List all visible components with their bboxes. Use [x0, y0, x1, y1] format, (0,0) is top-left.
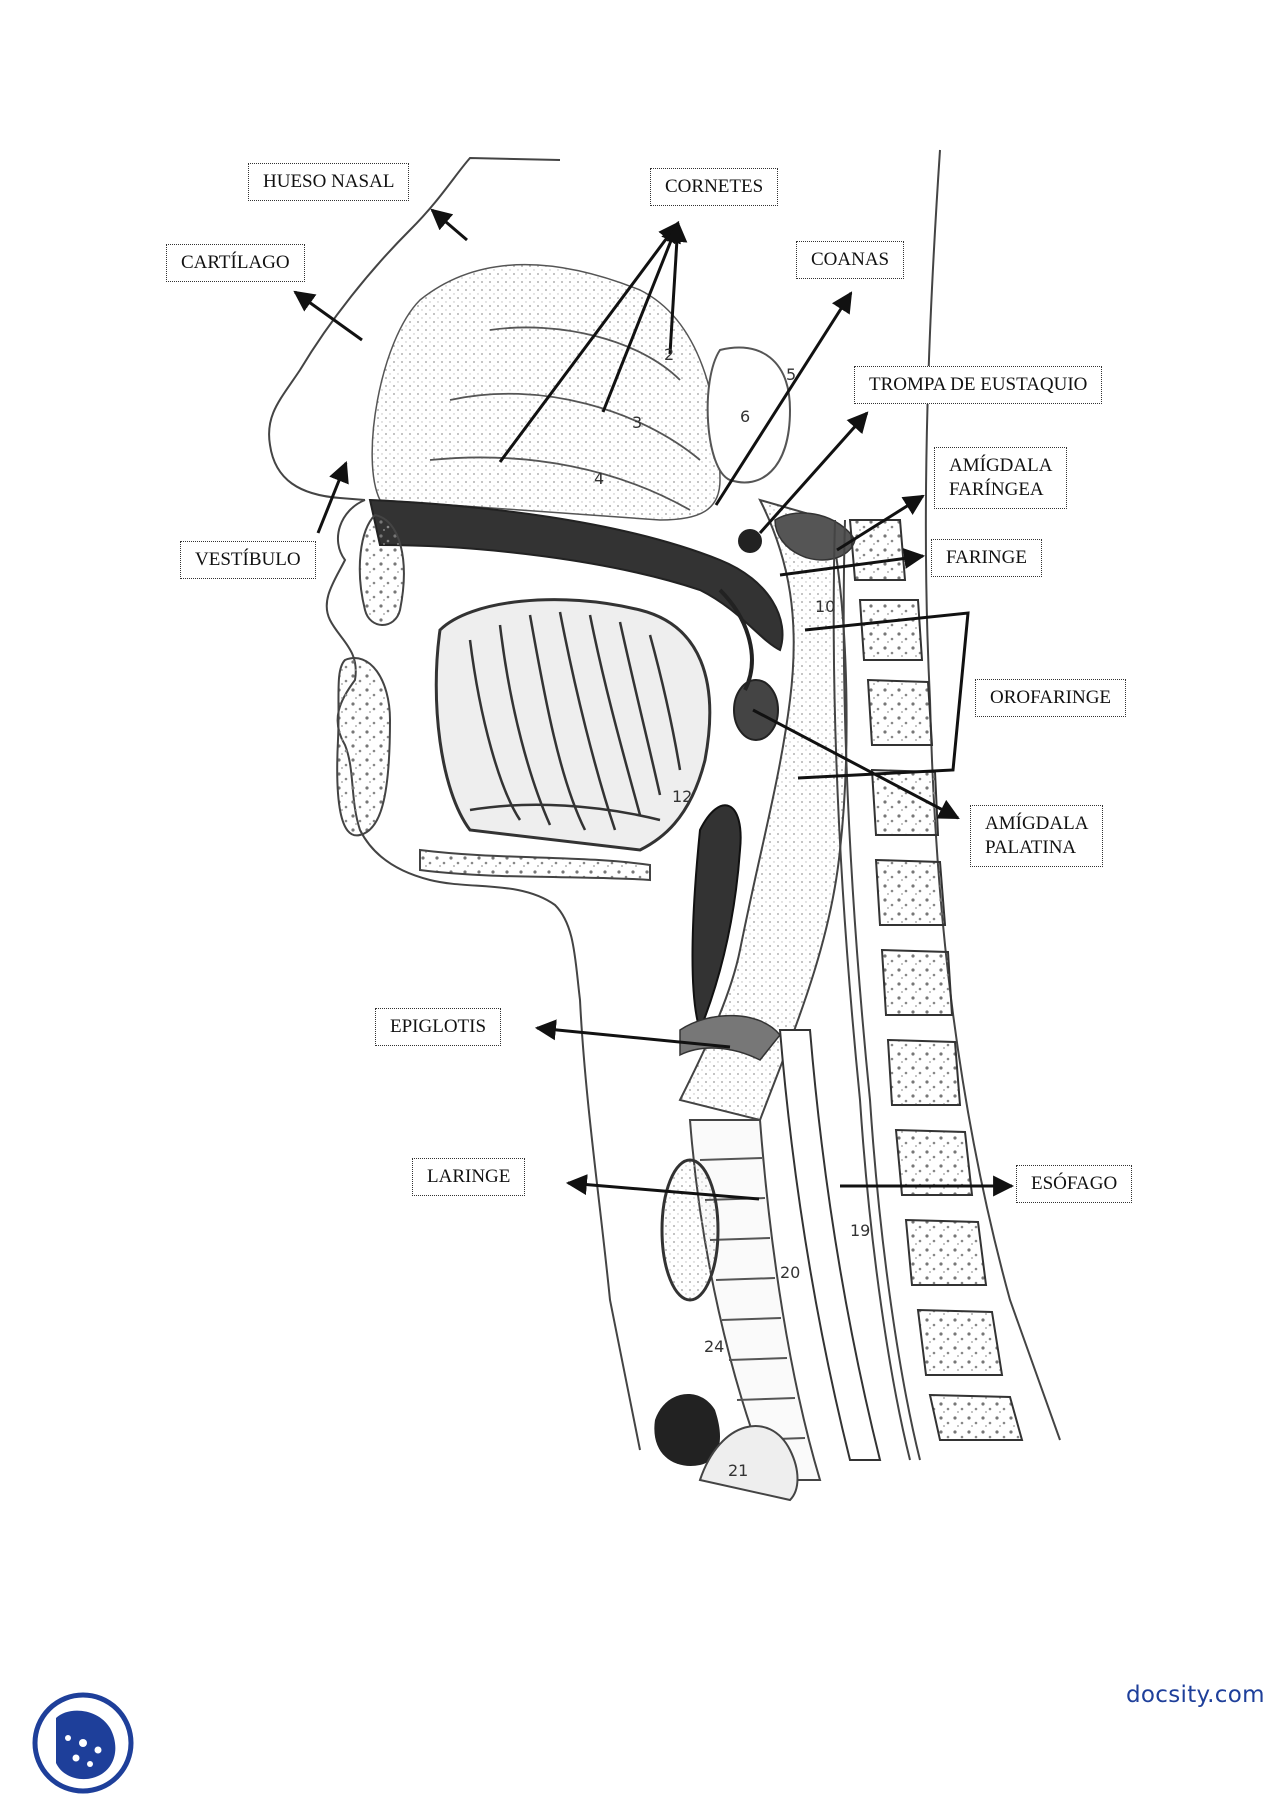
label-epiglotis: EPIGLOTIS — [375, 1008, 502, 1046]
soft-palate — [718, 588, 754, 691]
label-vestibulo: VESTÍBULO — [180, 541, 316, 579]
label-cornetes: CORNETES — [650, 168, 779, 206]
label-esofago: ESÓFAGO — [1016, 1165, 1133, 1203]
label-trompa-eustaquio: TROMPA DE EUSTAQUIO — [854, 366, 1103, 404]
vocal-folds — [679, 1014, 781, 1061]
tongue — [434, 598, 712, 852]
label-faringe: FARINGE — [931, 539, 1042, 577]
docsity-logo-icon — [32, 1692, 134, 1794]
eustachian-tube-opening — [738, 529, 762, 553]
label-coanas: COANAS — [796, 241, 905, 279]
label-orofaringe: OROFARINGE — [975, 679, 1127, 717]
label-hueso-nasal: HUESO NASAL — [248, 163, 410, 201]
label-cartilago: CARTÍLAGO — [166, 244, 305, 282]
epiglottis-shape — [691, 804, 742, 1033]
number-19: 19 — [850, 1221, 870, 1240]
number-24: 24 — [704, 1337, 724, 1356]
thyroid-cartilage — [660, 1158, 720, 1302]
nasal-conchae — [429, 326, 701, 511]
sternum — [698, 1425, 799, 1502]
number-3: 3 — [632, 413, 642, 432]
nasal-cavity — [371, 263, 721, 521]
palate — [368, 498, 784, 652]
spinal-column — [848, 519, 1024, 1441]
number-5: 5 — [786, 365, 796, 384]
spinal-cord — [832, 519, 921, 1461]
thymus-region — [654, 1393, 720, 1466]
tongue-muscle-fibres — [468, 611, 682, 831]
pointer-arrows — [293, 208, 1015, 1201]
number-20: 20 — [780, 1263, 800, 1282]
oesophagus-shape — [778, 1029, 882, 1461]
number-12: 12 — [672, 787, 692, 806]
label-laringe: LARINGE — [412, 1158, 526, 1196]
docsity-brand-text[interactable]: docsity.com — [1126, 1682, 1265, 1708]
number-21: 21 — [728, 1461, 748, 1480]
number-10: 10 — [815, 597, 835, 616]
number-6: 6 — [740, 407, 750, 426]
jaw-and-teeth — [336, 513, 651, 882]
number-4: 4 — [594, 469, 604, 488]
sphenoid-sinus — [706, 346, 792, 484]
number-2: 2 — [664, 345, 674, 364]
